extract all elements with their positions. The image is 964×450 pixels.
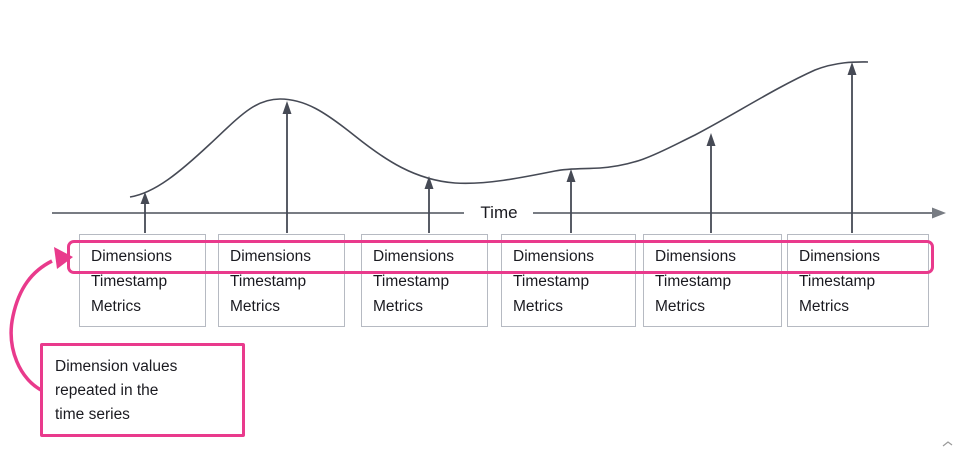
card-dimensions-label: Dimensions [230,248,311,265]
card-metrics-label: Metrics [230,298,280,315]
callout-text-line: Dimension values [55,358,178,375]
record-card: Dimensions Timestamp Metrics [361,234,488,327]
series-curve [129,61,869,198]
card-dimensions-label: Dimensions [513,248,594,265]
card-timestamp-label: Timestamp [799,273,876,290]
card-metrics-label: Metrics [655,298,705,315]
value-arrow [847,62,857,233]
stray-mark [942,441,953,447]
record-card: Dimensions Timestamp Metrics [79,234,206,327]
card-timestamp-label: Timestamp [513,273,590,290]
dimensions-highlight-band [67,240,934,274]
value-arrow [282,101,292,233]
card-timestamp-label: Timestamp [373,273,450,290]
record-card: Dimensions Timestamp Metrics [643,234,782,327]
record-card: Dimensions Timestamp Metrics [787,234,929,327]
value-arrow [140,192,150,233]
value-arrow [566,169,576,233]
card-metrics-label: Metrics [373,298,423,315]
card-timestamp-label: Timestamp [230,273,307,290]
card-timestamp-label: Timestamp [655,273,732,290]
record-card: Dimensions Timestamp Metrics [218,234,345,327]
card-timestamp-label: Timestamp [91,273,168,290]
annotation-callout: Dimension values repeated in the time se… [40,343,245,437]
record-card: Dimensions Timestamp Metrics [501,234,636,327]
card-metrics-label: Metrics [91,298,141,315]
card-metrics-label: Metrics [513,298,563,315]
card-dimensions-label: Dimensions [799,248,880,265]
value-arrow [706,133,716,233]
annotation-arrow [9,247,73,393]
annotation-arrowhead-icon [54,247,73,269]
card-dimensions-label: Dimensions [91,248,172,265]
card-metrics-label: Metrics [799,298,849,315]
annotation-arrow-curve [9,259,53,393]
value-arrow [424,176,434,233]
value-arrows [140,62,857,233]
callout-text-line: repeated in the [55,382,159,399]
time-axis-label: Time [480,203,517,222]
callout-text-line: time series [55,406,130,423]
card-dimensions-label: Dimensions [373,248,454,265]
card-dimensions-label: Dimensions [655,248,736,265]
time-axis-arrowhead-icon [932,207,946,219]
